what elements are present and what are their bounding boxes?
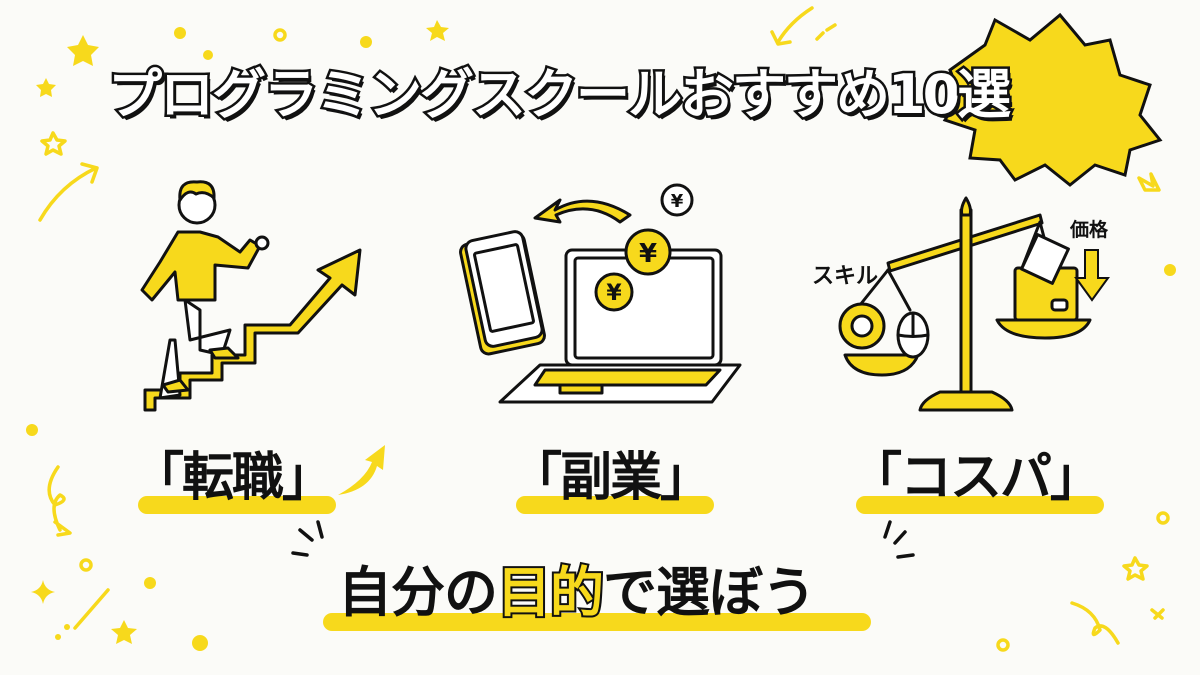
star-outline-icon	[1122, 556, 1149, 581]
emphasis-ticks	[291, 520, 915, 559]
tagline: 自分の目的で選ぼう	[338, 564, 816, 622]
svg-text:¥: ¥	[639, 239, 657, 269]
scale-label-price: 価格	[1070, 219, 1109, 241]
category-label: 「転職」	[132, 448, 334, 508]
title-number: 10	[885, 63, 962, 126]
arrow-dash-icon	[770, 6, 814, 46]
arrow-down-icon	[1074, 249, 1110, 302]
category-label: 「コスパ」	[850, 448, 1102, 508]
laptop-phone-yen-icon	[459, 183, 742, 404]
star-icon	[111, 620, 137, 644]
swirl-icon	[1070, 601, 1120, 645]
balance-scale-icon	[838, 196, 1092, 412]
tagline-emphasis: 目的	[495, 561, 606, 624]
category-career: 「転職」	[132, 452, 337, 514]
star-outline-icon	[40, 131, 67, 156]
svg-text:¥: ¥	[606, 281, 622, 306]
star-icon	[426, 20, 449, 41]
tagline-before: 自分の	[338, 561, 498, 624]
page-title: プログラミングスクールおすすめ10選	[106, 65, 1014, 124]
star-icon	[67, 35, 99, 66]
category-side-business: 「副業」	[510, 452, 715, 514]
burst-shape	[942, 12, 1163, 187]
tagline-after: で選ぼう	[603, 561, 816, 624]
svg-text:¥: ¥	[671, 191, 684, 212]
arrow-up-right-icon	[338, 445, 385, 495]
sparkle-icon	[31, 580, 55, 604]
swirl-icon	[47, 465, 72, 537]
title-suffix: 選	[955, 63, 1014, 126]
scale-label-skill: スキル	[812, 264, 879, 289]
category-cost-performance: 「コスパ」	[850, 452, 1105, 514]
title-main: プログラミングスクールおすすめ	[106, 63, 893, 126]
arrow-curve-icon	[38, 162, 99, 222]
star-icon	[36, 78, 56, 97]
career-staircase-icon	[140, 180, 362, 412]
category-label: 「副業」	[510, 448, 712, 508]
tagline-highlight-bar	[323, 613, 871, 631]
